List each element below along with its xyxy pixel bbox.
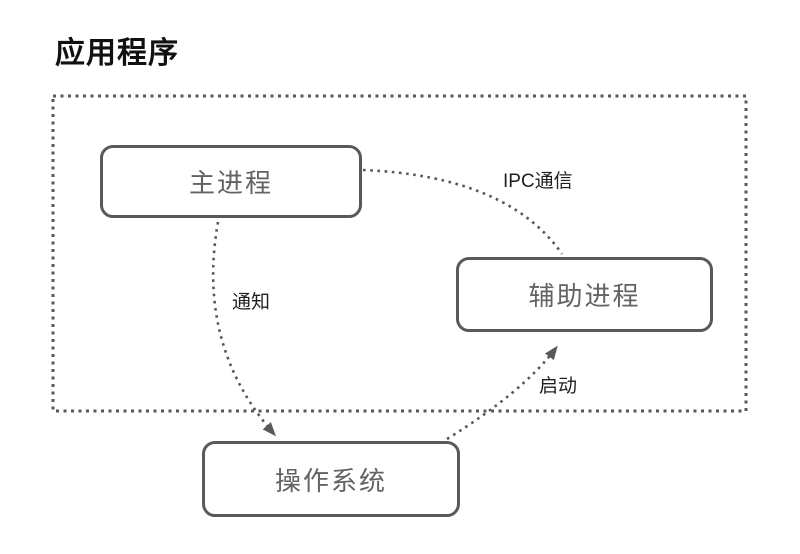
node-operating-system-label: 操作系统 bbox=[274, 465, 387, 496]
node-operating-system: 操作系统 bbox=[202, 441, 460, 517]
edge-label-ipc: IPC通信 bbox=[503, 171, 573, 192]
diagram-title: 应用程序 bbox=[55, 37, 179, 70]
edge-label-launch: 启动 bbox=[539, 376, 578, 397]
node-helper-process-label: 辅助进程 bbox=[528, 281, 641, 311]
node-main-process: 主进程 bbox=[100, 145, 362, 218]
node-helper-process: 辅助进程 bbox=[456, 257, 713, 332]
edge-launch-path bbox=[446, 345, 558, 441]
node-main-process-label: 主进程 bbox=[188, 168, 273, 198]
edge-label-notify: 通知 bbox=[232, 292, 271, 313]
edge-notify-path bbox=[211, 221, 276, 437]
application-boundary-box bbox=[51, 94, 748, 413]
